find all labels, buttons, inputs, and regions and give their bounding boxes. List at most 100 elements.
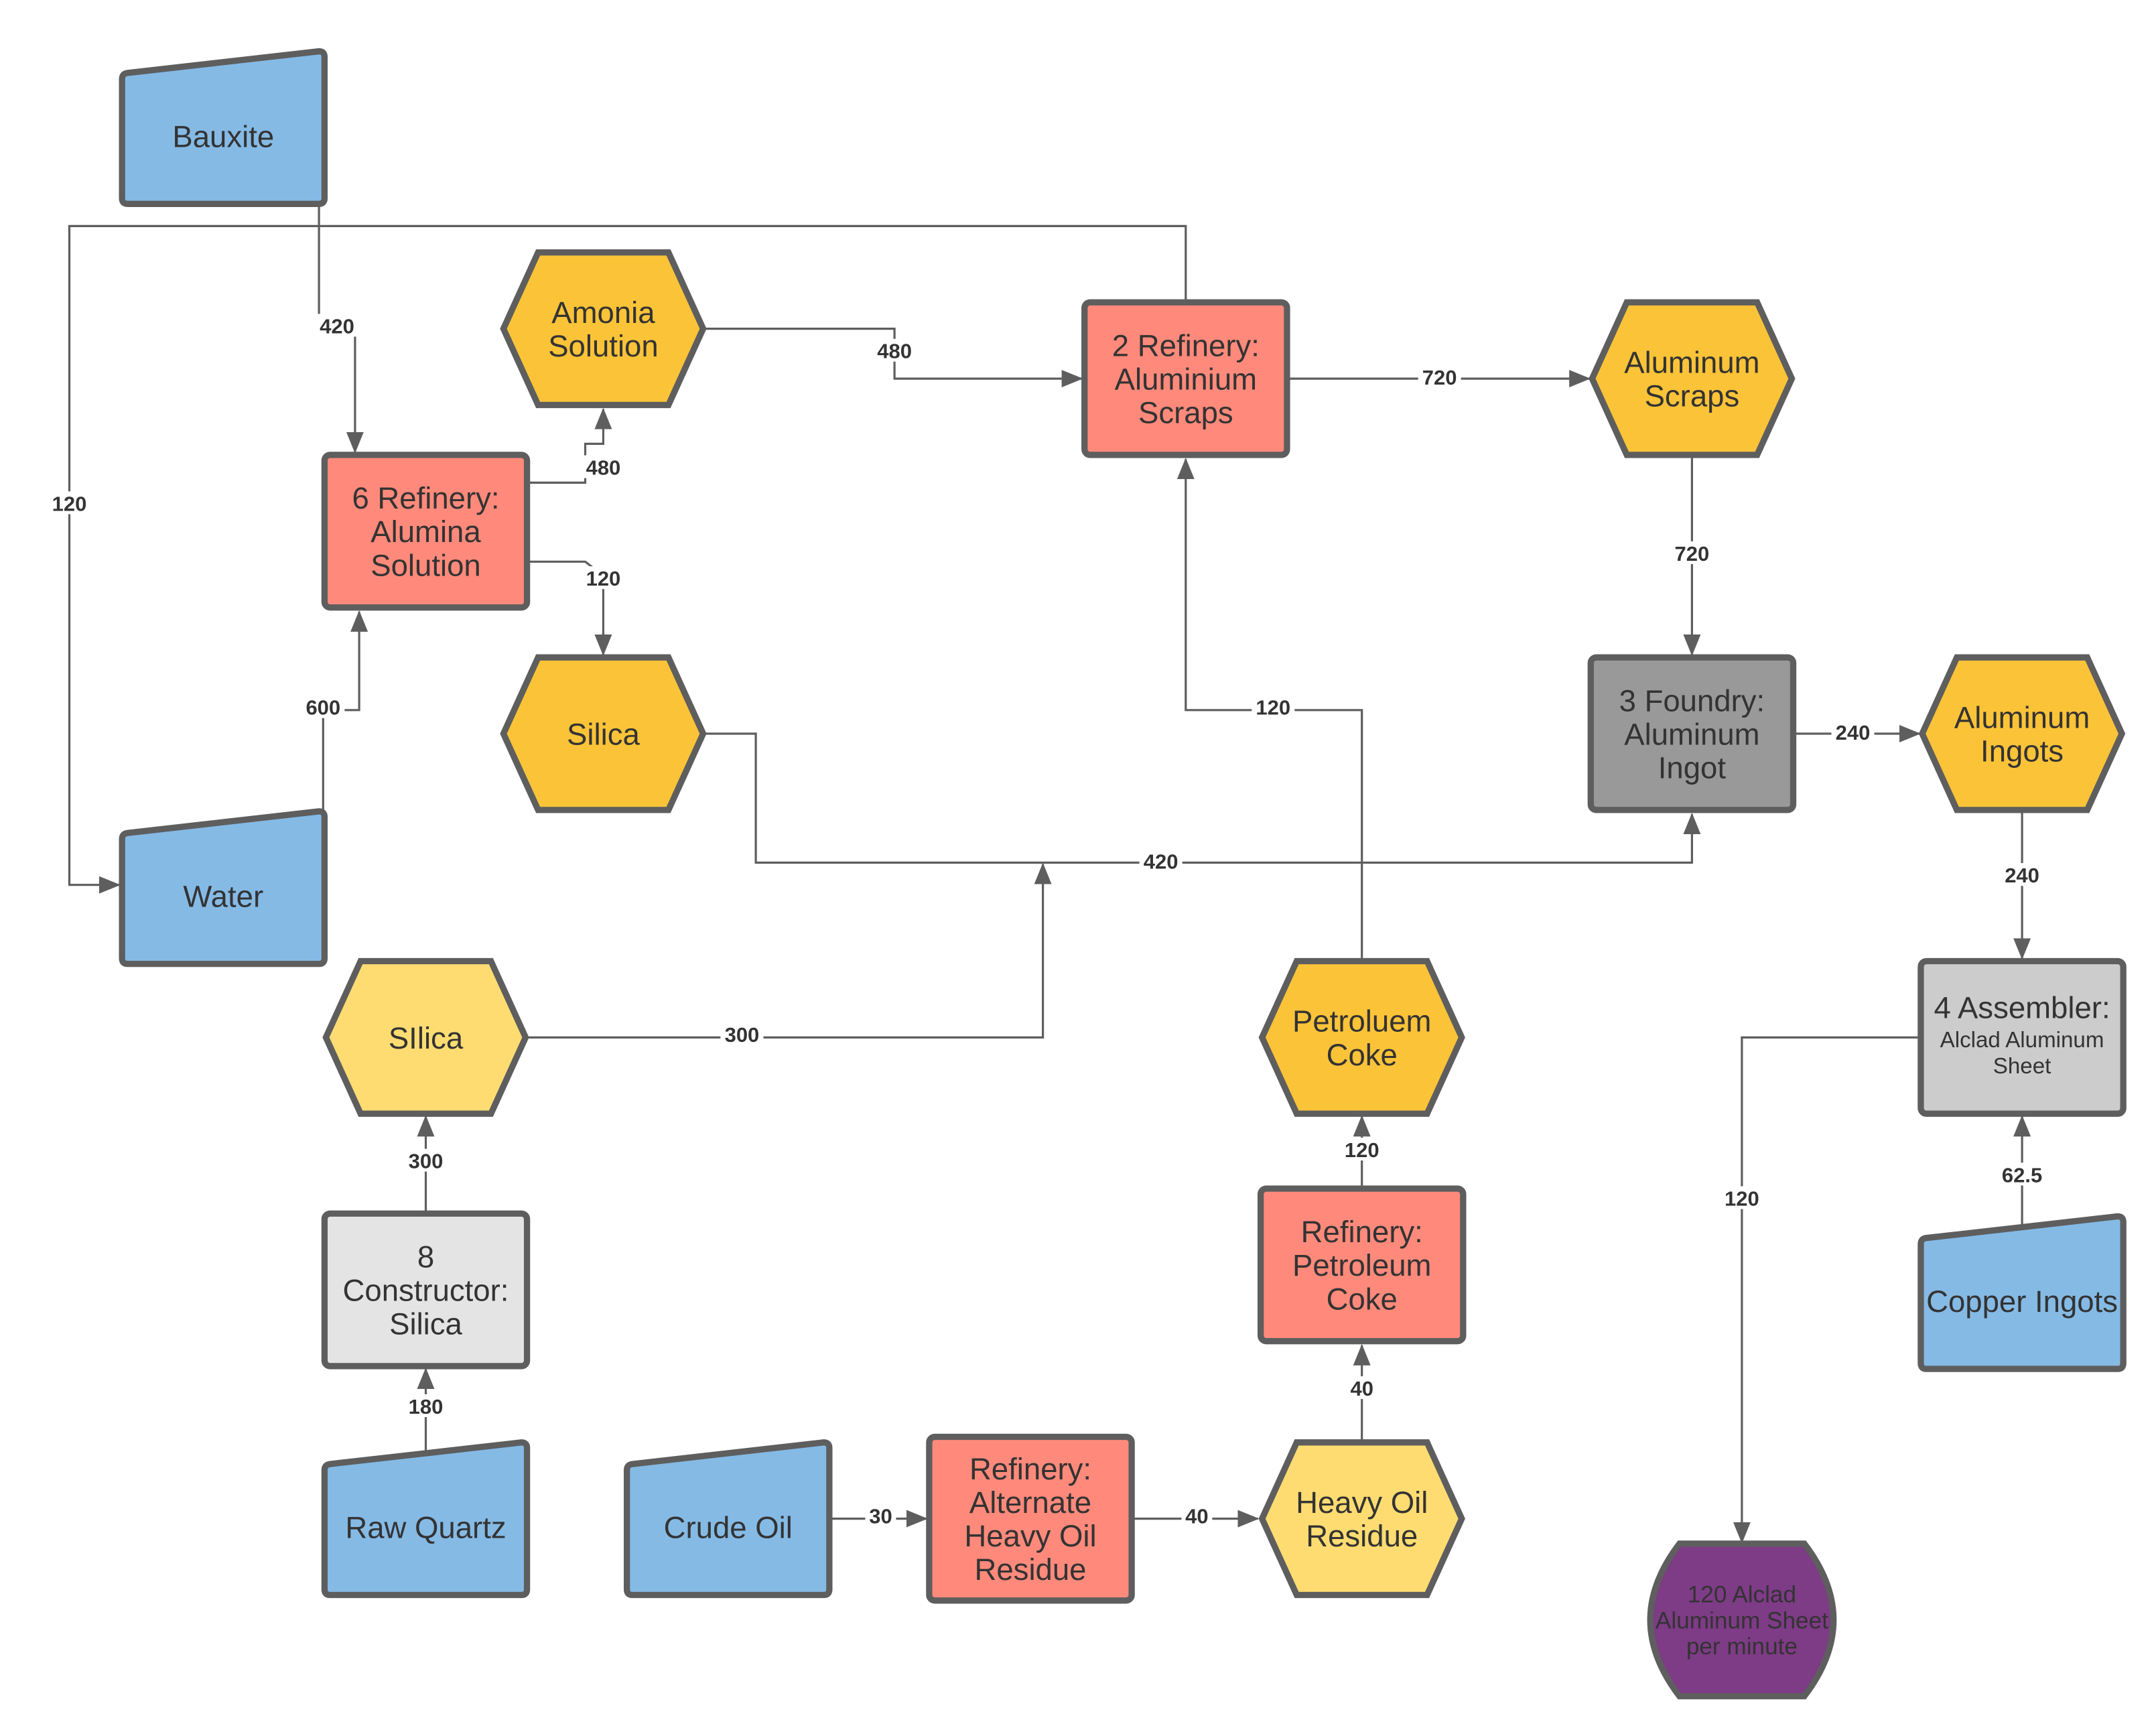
node-label-line: SIlica — [389, 1021, 464, 1055]
edge-label-text: 720 — [1675, 542, 1710, 565]
edge-label-text: 62.5 — [2002, 1163, 2042, 1187]
edge-label-text: 720 — [1422, 366, 1457, 389]
edge-label-alumina-to-amonia: 480 — [582, 455, 625, 480]
edge-label-text: 120 — [1345, 1138, 1379, 1162]
edge-label-petcoke-refinery-to-petcoke: 120 — [1340, 1138, 1384, 1162]
node-label-line: Sheet — [1993, 1054, 2051, 1079]
node-label-line: 4 Assembler: — [1934, 990, 2110, 1024]
node-label-line: Alternate — [969, 1485, 1091, 1520]
node-copper-ingots[interactable]: Copper Ingots — [1917, 1213, 2127, 1372]
node-shape — [500, 654, 707, 813]
node-shape — [321, 1439, 531, 1599]
node-label-line: Residue — [975, 1552, 1087, 1587]
node-silica-2[interactable]: SIlica — [322, 957, 529, 1117]
node-label-line: Aluminum — [1624, 717, 1759, 751]
edge-label-foundry-to-ingots: 240 — [1831, 720, 1875, 744]
edge-labels-layer: 4206004801204801207207204203001202402406… — [48, 314, 2050, 1528]
node-bauxite[interactable]: Bauxite — [119, 48, 328, 207]
edge-silica-to-foundry — [704, 732, 1701, 864]
node-label-line: Solution — [370, 548, 480, 582]
edge-assembler-to-output — [1733, 1036, 1919, 1544]
edge-label-bauxite-to-alumina: 420 — [316, 314, 359, 338]
node-shape — [1258, 957, 1465, 1117]
edge-label-constructor-to-silica2: 300 — [404, 1148, 448, 1173]
node-shape — [1918, 654, 2126, 813]
node-label-line: Alumina — [370, 515, 481, 549]
node-shape — [119, 48, 328, 207]
node-shape — [322, 957, 529, 1117]
node-label-line: Constructor: — [343, 1273, 509, 1307]
node-label-line: Aluminum — [1624, 345, 1759, 379]
node-label-line: 8 — [417, 1240, 434, 1274]
edge-silica2-to-foundry — [525, 862, 1052, 1039]
node-label-line: Heavy Oil — [1296, 1485, 1428, 1520]
node-label-line: 120 Alclad — [1688, 1582, 1796, 1608]
edge-line — [68, 224, 1187, 894]
edge-label-silica2-to-foundry: 300 — [720, 1022, 764, 1047]
edge-label-alumina-to-silica: 120 — [582, 566, 625, 590]
edge-label-aluminum-scraps-to-foundry: 720 — [1670, 541, 1714, 565]
edge-label-silica-to-foundry: 420 — [1139, 849, 1183, 873]
edge-label-text: 300 — [725, 1023, 760, 1047]
node-label-line: Water — [183, 880, 263, 914]
node-label-line: 2 Refinery: — [1112, 328, 1260, 362]
node-label-line: Ingots — [1980, 734, 2064, 768]
node-label-line: Petroleum — [1292, 1248, 1431, 1282]
edge-label-text: 240 — [2005, 864, 2039, 887]
node-shape — [321, 1210, 531, 1370]
node-label-line: 6 Refinery: — [352, 481, 499, 515]
edge-label-residue-to-petcoke-refinery: 40 — [1346, 1376, 1377, 1400]
node-label-line: Refinery: — [1301, 1215, 1423, 1249]
node-shape — [926, 1433, 1135, 1604]
edge-line — [525, 862, 1052, 1039]
node-label-line: Alclad Aluminum — [1940, 1028, 2104, 1053]
node-label-line: Residue — [1306, 1519, 1418, 1553]
node-raw-quartz[interactable]: Raw Quartz — [321, 1439, 531, 1599]
node-shape — [1589, 299, 1796, 458]
node-label-line: Scraps — [1138, 396, 1233, 430]
edge-label-heavy-oil-refinery-to-residue: 40 — [1181, 1504, 1213, 1528]
edge-label-assembler-to-output: 120 — [1720, 1186, 1763, 1210]
node-label-line: Scraps — [1645, 379, 1740, 413]
node-shape — [1258, 1439, 1465, 1599]
edge-label-text: 480 — [586, 456, 621, 480]
node-label-line: Crude Oil — [664, 1510, 793, 1544]
edge-label-text: 300 — [409, 1150, 444, 1173]
edge-line — [1733, 1036, 1919, 1544]
node-silica[interactable]: Silica — [500, 654, 707, 813]
edge-label-text: 40 — [1185, 1505, 1208, 1528]
edge-line — [704, 732, 1701, 864]
node-shape — [500, 249, 707, 409]
node-shape — [1081, 299, 1290, 458]
node-shape — [119, 808, 328, 968]
node-label-line: 3 Foundry: — [1619, 683, 1765, 718]
node-label-line: Silica — [567, 717, 640, 751]
node-water[interactable]: Water — [119, 808, 328, 968]
edge-label-text: 30 — [869, 1505, 892, 1528]
node-label-line: Amonia — [551, 295, 655, 330]
edge-label-copper-to-assembler: 62.5 — [1995, 1162, 2050, 1187]
edge-label-petcoke-to-scraps-refinery: 120 — [1252, 695, 1295, 720]
node-crude-oil[interactable]: Crude Oil — [623, 1439, 833, 1599]
node-label-line: Solution — [548, 329, 658, 363]
node-shape — [1587, 654, 1797, 813]
edge-label-text: 600 — [306, 696, 340, 720]
node-label-line: Aluminium — [1115, 362, 1257, 397]
node-label-line: Coke — [1327, 1282, 1398, 1316]
node-label-line: per minute — [1686, 1633, 1798, 1660]
node-shape — [1647, 1540, 1837, 1700]
